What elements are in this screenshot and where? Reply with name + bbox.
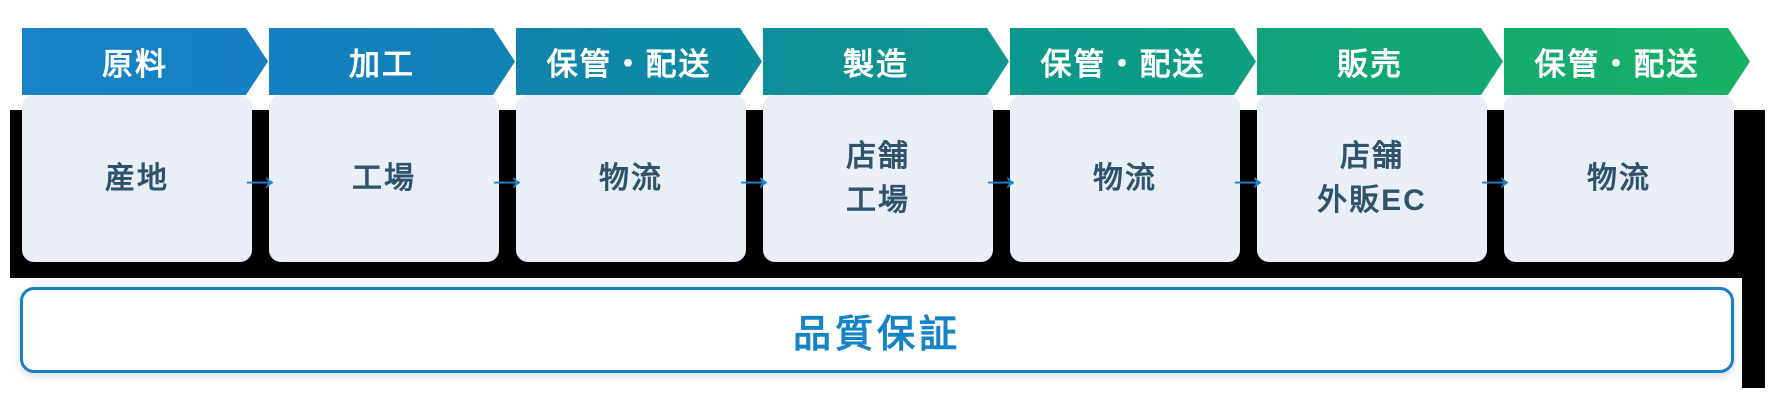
stage-arrow: 加工 xyxy=(269,28,515,95)
quality-assurance-box: 品質保証 xyxy=(20,287,1734,373)
stage-column-storage-delivery-2: 保管・配送 物流 xyxy=(1010,28,1240,262)
stage-node-label: 外販EC xyxy=(1317,183,1427,217)
stage-arrow: 保管・配送 xyxy=(1504,28,1750,95)
stage-phase-label: 保管・配送 xyxy=(1534,47,1700,82)
stage-phase-label: 製造 xyxy=(843,47,909,82)
stage-node-label: 工場 xyxy=(846,183,910,217)
stage-node-box: 物流 xyxy=(1504,95,1734,262)
stage-row: 原料 産地 加工 工場 保管・配送 物流 xyxy=(22,28,1734,262)
quality-assurance-label: 品質保証 xyxy=(792,313,961,356)
stage-column-raw-material: 原料 産地 xyxy=(22,28,252,262)
stage-phase-label: 販売 xyxy=(1337,47,1403,82)
stage-node-box: 工場 xyxy=(269,95,499,262)
stage-node-box: 産地 xyxy=(22,95,252,262)
stage-column-manufacturing: 製造 店舗 工場 xyxy=(763,28,993,262)
stage-arrow: 保管・配送 xyxy=(1010,28,1256,95)
flow-arrow-icon: → xyxy=(979,151,1023,201)
stage-node-label: 物流 xyxy=(1587,161,1651,195)
flow-arrow-icon: → xyxy=(238,151,282,201)
flow-arrow-icon: → xyxy=(732,151,776,201)
stage-column-storage-delivery-3: 保管・配送 物流 xyxy=(1504,28,1734,262)
stage-column-storage-delivery-1: 保管・配送 物流 xyxy=(516,28,746,262)
stage-node-label: 物流 xyxy=(599,161,663,195)
stage-phase-label: 原料 xyxy=(102,47,168,82)
stage-arrow: 製造 xyxy=(763,28,1009,95)
stage-node-box: 物流 xyxy=(516,95,746,262)
stage-phase-label: 保管・配送 xyxy=(546,47,712,82)
stage-node-box: 物流 xyxy=(1010,95,1240,262)
flow-backdrop-right-arm xyxy=(1742,110,1765,388)
stage-column-sales: 販売 店舗 外販EC xyxy=(1257,28,1487,262)
stage-arrow: 販売 xyxy=(1257,28,1503,95)
stage-node-box: 店舗 外販EC xyxy=(1257,95,1487,262)
stage-node-box: 店舗 工場 xyxy=(763,95,993,262)
flow-arrow-icon: → xyxy=(485,151,529,201)
flow-arrow-icon: → xyxy=(1226,151,1270,201)
stage-arrow: 保管・配送 xyxy=(516,28,762,95)
stage-node-label: 店舗 xyxy=(846,140,910,173)
stage-phase-label: 加工 xyxy=(349,47,415,82)
flow-arrow-icon: → xyxy=(1473,151,1517,201)
stage-node-label: 産地 xyxy=(105,161,169,195)
stage-arrow: 原料 xyxy=(22,28,268,95)
stage-column-processing: 加工 工場 xyxy=(269,28,499,262)
stage-phase-label: 保管・配送 xyxy=(1040,47,1206,82)
stage-node-label: 店舗 xyxy=(1340,140,1404,173)
stage-node-label: 工場 xyxy=(352,161,416,195)
stage-node-label: 物流 xyxy=(1093,161,1157,195)
